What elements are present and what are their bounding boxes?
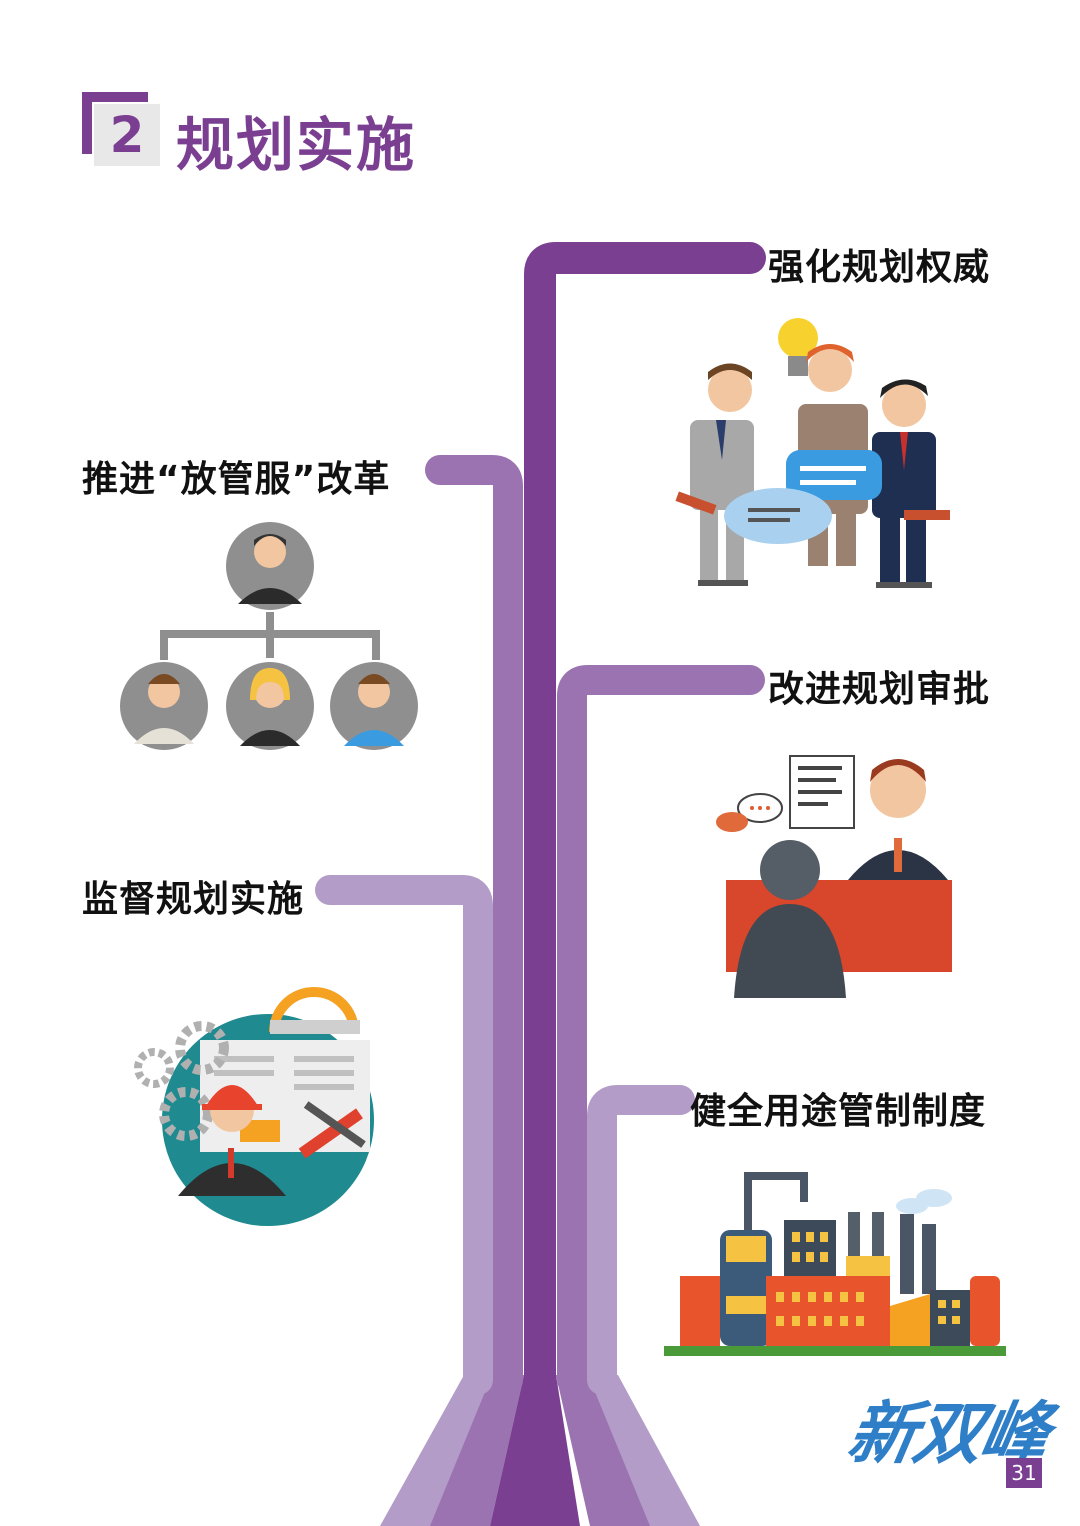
badge-corner bbox=[82, 92, 148, 154]
approval-meeting-illustration bbox=[716, 755, 952, 998]
branch-label-strengthen-authority: 强化规划权威 bbox=[768, 247, 991, 288]
trunk-base-mid-left bbox=[430, 1375, 524, 1526]
branch-label-supervise-implementation: 监督规划实施 bbox=[82, 879, 305, 920]
branch-line-supervise bbox=[315, 875, 493, 1395]
section-number-badge: 2 bbox=[82, 92, 160, 166]
page-number: 31 bbox=[1006, 1458, 1042, 1488]
business-team-illustration bbox=[675, 318, 950, 588]
branch-line-reform bbox=[425, 455, 523, 1395]
branch-label-improve-approval: 改进规划审批 bbox=[768, 669, 991, 710]
trunk-base-light-left bbox=[380, 1375, 494, 1526]
section-number: 2 bbox=[94, 104, 160, 166]
section-title: 规划实施 bbox=[176, 111, 417, 179]
trunk-base-mid-right bbox=[556, 1375, 650, 1526]
branch-line-approval bbox=[557, 665, 765, 1395]
engineer-illustration bbox=[134, 987, 374, 1226]
branch-label-land-use-control: 健全用途管制制度 bbox=[690, 1091, 987, 1132]
branch-line-land-use bbox=[587, 1085, 695, 1395]
trunk-base-light-right bbox=[588, 1375, 700, 1526]
factory-illustration bbox=[664, 1172, 1006, 1356]
branch-label-reform: 推进“放管服”改革 bbox=[82, 459, 391, 500]
org-chart-illustration bbox=[120, 522, 418, 750]
trunk-base-dark bbox=[490, 1375, 580, 1526]
branch-line-authority bbox=[524, 242, 766, 1396]
